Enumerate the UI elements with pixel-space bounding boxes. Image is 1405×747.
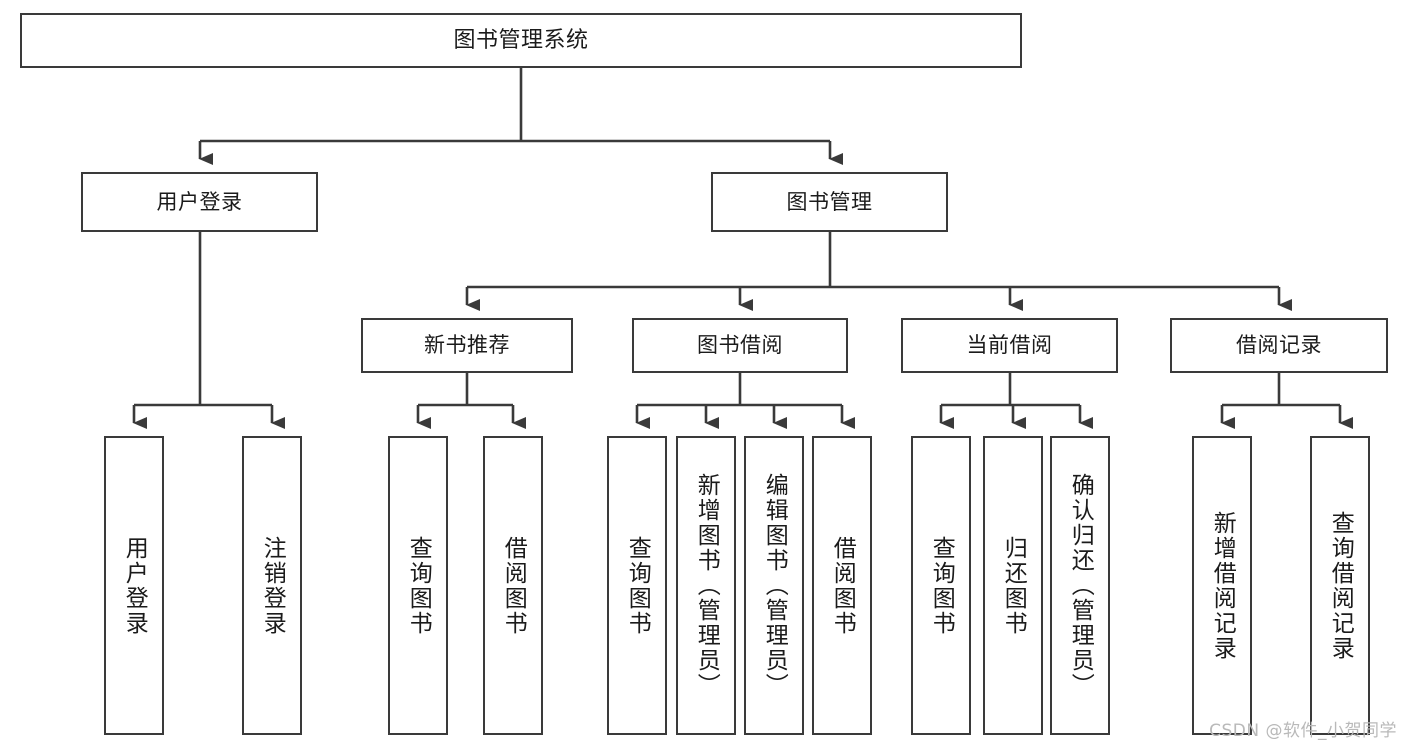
node-label: 当前借阅	[966, 333, 1053, 358]
node-leaf-query-book-rec[interactable]: 查询图书	[388, 436, 448, 735]
node-leaf-user-logout[interactable]: 注销登录	[242, 436, 302, 735]
node-leaf-add-book[interactable]: 新增图书（管理员）	[676, 436, 736, 735]
node-label: 用户登录	[121, 535, 148, 636]
csdn-watermark: CSDN @软件_小贺同学	[1209, 721, 1397, 741]
node-label: 编辑图书（管理员）	[761, 473, 788, 698]
node-leaf-borrow-book[interactable]: 借阅图书	[812, 436, 872, 735]
node-label: 借阅记录	[1236, 333, 1322, 358]
node-borrow-record[interactable]: 借阅记录	[1170, 318, 1388, 373]
node-label: 新增图书（管理员）	[693, 473, 720, 698]
node-book-borrow[interactable]: 图书借阅	[632, 318, 848, 373]
node-current-borrow[interactable]: 当前借阅	[901, 318, 1118, 373]
node-leaf-query-book-cur[interactable]: 查询图书	[911, 436, 971, 735]
node-label: 借阅图书	[829, 535, 856, 636]
node-leaf-edit-book[interactable]: 编辑图书（管理员）	[744, 436, 804, 735]
node-label: 查询图书	[928, 535, 955, 636]
node-leaf-query-record[interactable]: 查询借阅记录	[1310, 436, 1370, 735]
node-new-book-rec[interactable]: 新书推荐	[361, 318, 573, 373]
node-label: 图书管理	[786, 189, 873, 214]
node-book-manage[interactable]: 图书管理	[711, 172, 948, 232]
node-label: 图书借阅	[697, 333, 783, 358]
node-user-login[interactable]: 用户登录	[81, 172, 318, 232]
node-leaf-query-book[interactable]: 查询图书	[607, 436, 667, 735]
node-label: 查询图书	[405, 535, 432, 636]
node-leaf-borrow-book-rec[interactable]: 借阅图书	[483, 436, 543, 735]
node-label: 新书推荐	[424, 333, 510, 358]
node-label: 用户登录	[156, 189, 243, 214]
node-label: 归还图书	[1000, 535, 1027, 636]
node-label: 确认归还（管理员）	[1067, 473, 1094, 698]
node-leaf-add-record[interactable]: 新增借阅记录	[1192, 436, 1252, 735]
node-leaf-confirm-return[interactable]: 确认归还（管理员）	[1050, 436, 1110, 735]
node-label: 注销登录	[259, 535, 286, 636]
node-label: 借阅图书	[500, 535, 527, 636]
node-label: 图书管理系统	[453, 27, 589, 53]
node-leaf-return-book[interactable]: 归还图书	[983, 436, 1043, 735]
node-root[interactable]: 图书管理系统	[20, 13, 1022, 68]
node-label: 新增借阅记录	[1209, 510, 1236, 661]
node-label: 查询图书	[624, 535, 651, 636]
node-leaf-user-login[interactable]: 用户登录	[104, 436, 164, 735]
node-label: 查询借阅记录	[1327, 510, 1354, 661]
